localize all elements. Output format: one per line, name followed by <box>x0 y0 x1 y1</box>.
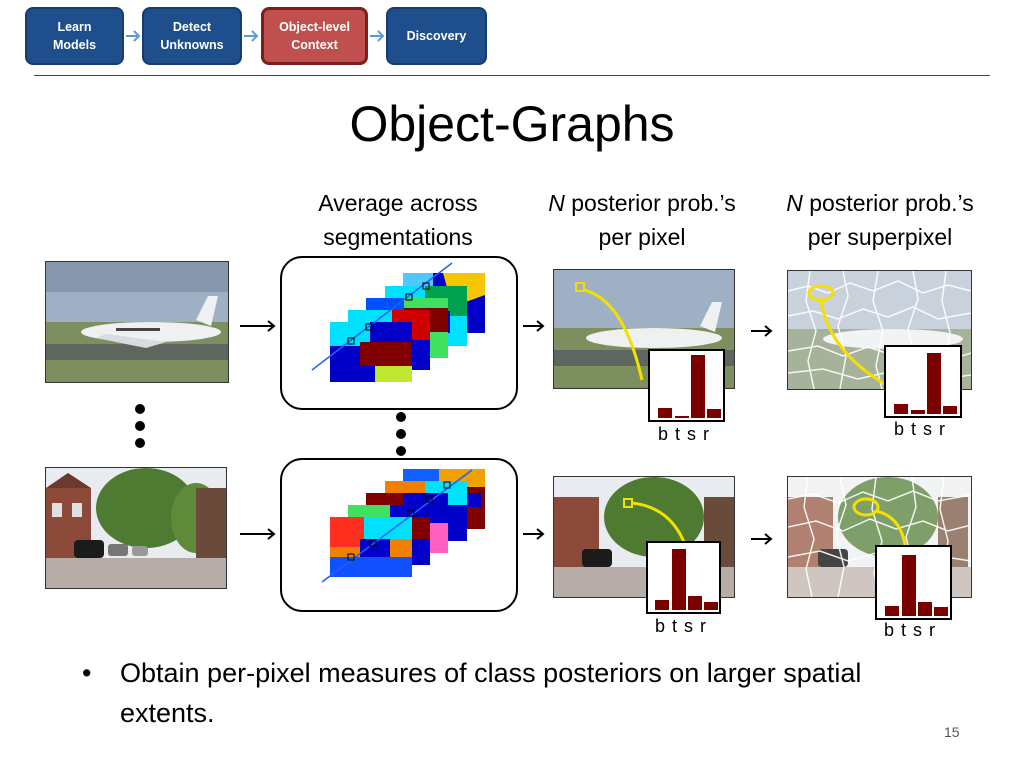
nav-object-level-context[interactable]: Object-level Context <box>261 7 368 65</box>
hist-bar-b <box>655 600 669 610</box>
arrow-icon <box>751 533 773 545</box>
hist-bar-r <box>707 409 721 418</box>
nav-learn-models[interactable]: Learn Models <box>25 7 124 65</box>
superpixel-column-header: N posterior prob.’s per superpixel <box>758 186 1002 254</box>
hist-bar-t <box>672 549 686 610</box>
hist-bar-s <box>688 596 702 610</box>
histogram-street-pixel <box>646 541 721 614</box>
pixel-n-var: N <box>548 190 565 216</box>
hist-bar-s <box>918 602 932 616</box>
hist-bar-b <box>885 606 899 616</box>
nav-arrow-icon <box>126 30 141 42</box>
pixel-header-text: posterior prob.’s per pixel <box>571 190 736 250</box>
pixel-column-header: N posterior prob.’s per pixel <box>520 186 764 254</box>
histogram-plane-pixel <box>648 349 725 422</box>
segmentation-stack-street <box>280 458 518 612</box>
street-pixel-photo <box>553 476 735 598</box>
hist-label-street-pixel: b t s r <box>655 616 708 636</box>
nav-detect-unknowns[interactable]: Detect Unknowns <box>142 7 242 65</box>
arrow-icon <box>240 320 276 332</box>
nav-discovery[interactable]: Discovery <box>386 7 487 65</box>
segmentation-stack-plane <box>280 256 518 410</box>
nav-arrow-icon <box>244 30 259 42</box>
header-divider <box>34 75 990 76</box>
hist-bar-r <box>934 607 948 616</box>
hist-bar-r <box>704 602 718 610</box>
hist-bar-b <box>658 408 672 418</box>
arrow-icon <box>240 528 276 540</box>
ellipsis-left <box>135 404 145 455</box>
avg-column-header: Average across segmentations <box>318 190 478 250</box>
hist-bar-t <box>675 416 689 418</box>
hist-label-plane-pixel: b t s r <box>658 424 711 444</box>
hist-label-street-superpixel: b t s r <box>884 620 937 640</box>
arrow-icon <box>751 325 773 337</box>
super-n-var: N <box>786 190 803 216</box>
hist-bar-s <box>691 355 705 418</box>
slide-title: Object-Graphs <box>349 96 675 152</box>
hist-bar-b <box>894 404 908 414</box>
arrow-icon <box>523 320 545 332</box>
hist-bar-t <box>902 555 916 616</box>
hist-bar-s <box>927 353 941 414</box>
nav-arrow-icon <box>370 30 385 42</box>
hist-bar-t <box>911 410 925 414</box>
super-header-text: posterior prob.’s per superpixel <box>807 190 974 250</box>
ellipsis-middle <box>396 412 406 463</box>
histogram-street-superpixel <box>875 545 952 620</box>
page-number: 15 <box>944 724 960 740</box>
arrow-icon <box>523 528 545 540</box>
histogram-plane-superpixel <box>884 345 962 418</box>
bullet-mark: • <box>82 658 92 688</box>
hist-bar-r <box>943 406 957 414</box>
bullet-text: Obtain per-pixel measures of class poste… <box>120 658 862 728</box>
airplane-photo <box>45 261 229 383</box>
street-photo <box>45 467 227 589</box>
hist-label-plane-superpixel: b t s r <box>894 419 947 439</box>
